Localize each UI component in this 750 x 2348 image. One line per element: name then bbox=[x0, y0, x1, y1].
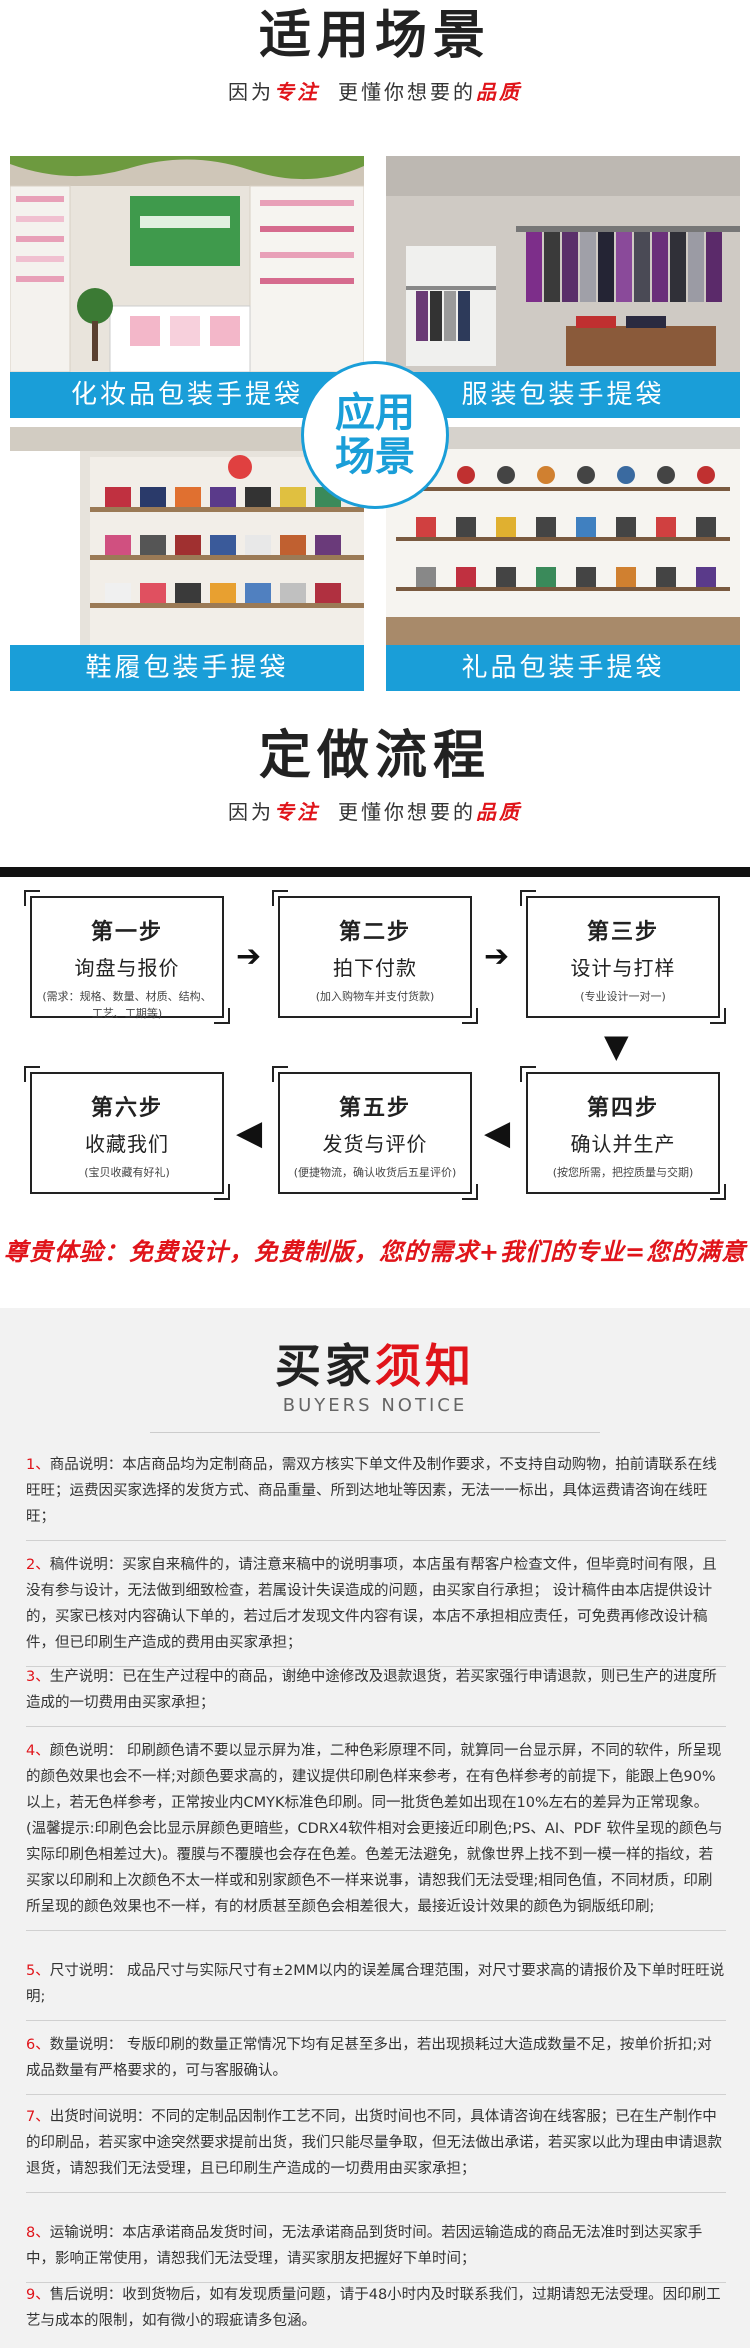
notice-divider bbox=[150, 1432, 600, 1433]
notice-item-6: 6、数量说明： 专版印刷的数量正常情况下均有足甚至多出，若出现损耗过大造成数量不… bbox=[26, 2032, 726, 2095]
notice-item-1: 1、商品说明：本店商品均为定制商品，需双方核实下单文件及制作要求，不支持自动购物… bbox=[26, 1452, 726, 1541]
arrow-down-icon: ▼ bbox=[604, 1027, 629, 1065]
notice-text: 运输说明：本店承诺商品发货时间，无法承诺商品到货时间。若因运输造成的商品无法准时… bbox=[26, 2225, 703, 2267]
notice-text: 数量说明： 专版印刷的数量正常情况下均有足甚至多出，若出现损耗过大造成数量不足，… bbox=[26, 2037, 712, 2079]
process-step-3: 第三步 设计与打样 (专业设计一对一) bbox=[520, 890, 726, 1024]
notice-title: 买家须知 bbox=[0, 1330, 750, 1396]
step-note: (需求：规格、数量、材质、结构、工艺、工期等) bbox=[42, 990, 212, 1020]
arrow-right-icon: ➔ bbox=[236, 939, 262, 974]
subtitle-middle: 更懂你想要的 bbox=[338, 80, 476, 104]
notice-item-7: 7、出货时间说明：不同的定制品因制作工艺不同，出货时间也不同，具体请咨询在线客服… bbox=[26, 2104, 726, 2193]
subtitle-prefix: 因为 bbox=[228, 80, 274, 104]
step-note: (按您所需，把控质量与交期) bbox=[552, 1166, 694, 1179]
scenes-header: 适用场景 因为专注更懂你想要的品质 bbox=[0, 10, 750, 105]
scene-gifts: 礼品包装手提袋 bbox=[386, 427, 740, 691]
notice-text: 售后说明：收到货物后，如有发现质量问题，请于48小时内及时联系我们，过期请恕无法… bbox=[26, 2287, 721, 2329]
process-step-4: 第四步 确认并生产 (按您所需，把控质量与交期) bbox=[520, 1066, 726, 1200]
notice-number: 7、 bbox=[26, 2109, 50, 2125]
step-number: 第三步 bbox=[586, 920, 659, 945]
step-number: 第五步 bbox=[338, 1096, 411, 1121]
arrow-right-icon: ➔ bbox=[484, 939, 510, 974]
notice-text: 尺寸说明： 成品尺寸与实际尺寸有±2MM以内的误差属合理范围，对尺寸要求高的请报… bbox=[26, 1963, 725, 2005]
notice-number: 2、 bbox=[26, 1557, 50, 1573]
notice-item-2: 2、稿件说明：买家自来稿件的，请注意来稿中的说明事项，本店虽有帮客户检查文件，但… bbox=[26, 1552, 726, 1667]
notice-text: 稿件说明：买家自来稿件的，请注意来稿中的说明事项，本店虽有帮客户检查文件，但毕竟… bbox=[26, 1557, 717, 1651]
notice-number: 8、 bbox=[26, 2225, 50, 2241]
process-slogan: 尊贵体验：免费设计，免费制版，您的需求+我们的专业=您的满意 bbox=[3, 1238, 747, 1266]
notice-background bbox=[0, 1308, 750, 2348]
step-name: 确认并生产 bbox=[570, 1132, 676, 1156]
notice-number: 3、 bbox=[26, 1669, 50, 1685]
subtitle-emph-1: 专注 bbox=[274, 80, 320, 104]
badge-line-1: 应用 bbox=[335, 390, 415, 436]
process-step-1: 第一步 询盘与报价 (需求：规格、数量、材质、结构、工艺、工期等) bbox=[24, 890, 230, 1024]
gift-store-photo bbox=[386, 427, 740, 691]
notice-text: 商品说明：本店商品均为定制商品，需双方核实下单文件及制作要求，不支持自动购物，拍… bbox=[26, 1457, 717, 1525]
step-name: 发货与评价 bbox=[322, 1132, 428, 1156]
step-number: 第六步 bbox=[90, 1096, 163, 1121]
notice-number: 6、 bbox=[26, 2037, 50, 2053]
process-subtitle: 因为专注更懂你想要的品质 bbox=[0, 796, 750, 825]
notice-title-b: 须知 bbox=[375, 1339, 475, 1393]
scene-caption: 鞋履包装手提袋 bbox=[10, 645, 364, 691]
step-number: 第二步 bbox=[338, 920, 411, 945]
step-number: 第四步 bbox=[586, 1096, 659, 1121]
step-name: 询盘与报价 bbox=[74, 956, 180, 980]
subtitle-emph-2: 品质 bbox=[476, 800, 522, 824]
scenes-center-badge: 应用 场景 bbox=[301, 361, 449, 509]
notice-item-4: 4、颜色说明： 印刷颜色请不要以显示屏为准，二种色彩原理不同，就算同一台显示屏，… bbox=[26, 1738, 726, 1931]
process-step-5: 第五步 发货与评价 (便捷物流，确认收货后五星评价) bbox=[272, 1066, 478, 1200]
step-note: (宝贝收藏有好礼) bbox=[84, 1166, 170, 1179]
step-note: (专业设计一对一) bbox=[580, 990, 666, 1003]
notice-text: 颜色说明： 印刷颜色请不要以显示屏为准，二种色彩原理不同，就算同一台显示屏，不同… bbox=[26, 1743, 723, 1915]
notice-number: 4、 bbox=[26, 1743, 50, 1759]
notice-number: 9、 bbox=[26, 2287, 50, 2303]
process-title: 定做流程 bbox=[258, 726, 491, 786]
process-header: 定做流程 因为专注更懂你想要的品质 bbox=[0, 730, 750, 825]
notice-item-3: 3、生产说明：已在生产过程中的商品，谢绝中途修改及退款退货，若买家强行申请退款，… bbox=[26, 1664, 726, 1727]
notice-text: 出货时间说明：不同的定制品因制作工艺不同，出货时间也不同，具体请咨询在线客服；已… bbox=[26, 2109, 722, 2177]
step-name: 收藏我们 bbox=[85, 1132, 169, 1156]
subtitle-middle: 更懂你想要的 bbox=[338, 800, 476, 824]
subtitle-prefix: 因为 bbox=[228, 800, 274, 824]
notice-item-5: 5、尺寸说明： 成品尺寸与实际尺寸有±2MM以内的误差属合理范围，对尺寸要求高的… bbox=[26, 1958, 726, 2021]
notice-title-a: 买家 bbox=[275, 1339, 375, 1393]
notice-subtitle: BUYERS NOTICE bbox=[282, 1395, 468, 1416]
notice-item-9: 9、售后说明：收到货物后，如有发现质量问题，请于48小时内及时联系我们，过期请恕… bbox=[26, 2282, 726, 2334]
scene-caption: 礼品包装手提袋 bbox=[386, 645, 740, 691]
step-name: 拍下付款 bbox=[333, 956, 417, 980]
subtitle-emph-1: 专注 bbox=[274, 800, 320, 824]
process-top-bar bbox=[0, 867, 750, 877]
scenes-title: 适用场景 bbox=[258, 6, 491, 66]
badge-line-2: 场景 bbox=[335, 434, 415, 480]
step-note: (加入购物车并支付货款) bbox=[315, 990, 435, 1003]
step-number: 第一步 bbox=[90, 920, 163, 945]
step-note: (便捷物流，确认收货后五星评价) bbox=[293, 1166, 457, 1179]
process-step-2: 第二步 拍下付款 (加入购物车并支付货款) bbox=[272, 890, 478, 1024]
notice-number: 5、 bbox=[26, 1963, 50, 1979]
arrow-left-icon: ◀ bbox=[484, 1113, 511, 1153]
notice-number: 1、 bbox=[26, 1457, 50, 1473]
process-step-6: 第六步 收藏我们 (宝贝收藏有好礼) bbox=[24, 1066, 230, 1200]
scene-cosmetics: 化妆品包装手提袋 bbox=[10, 156, 364, 418]
step-name: 设计与打样 bbox=[570, 956, 676, 980]
cosmetics-store-photo bbox=[10, 156, 364, 418]
subtitle-emph-2: 品质 bbox=[476, 80, 522, 104]
scene-clothing: 服装包装手提袋 bbox=[386, 156, 740, 418]
arrow-left-icon: ◀ bbox=[236, 1113, 263, 1153]
notice-item-8: 8、运输说明：本店承诺商品发货时间，无法承诺商品到货时间。若因运输造成的商品无法… bbox=[26, 2220, 726, 2283]
notice-text: 生产说明：已在生产过程中的商品，谢绝中途修改及退款退货，若买家强行申请退款，则已… bbox=[26, 1669, 717, 1711]
scenes-subtitle: 因为专注更懂你想要的品质 bbox=[0, 76, 750, 105]
